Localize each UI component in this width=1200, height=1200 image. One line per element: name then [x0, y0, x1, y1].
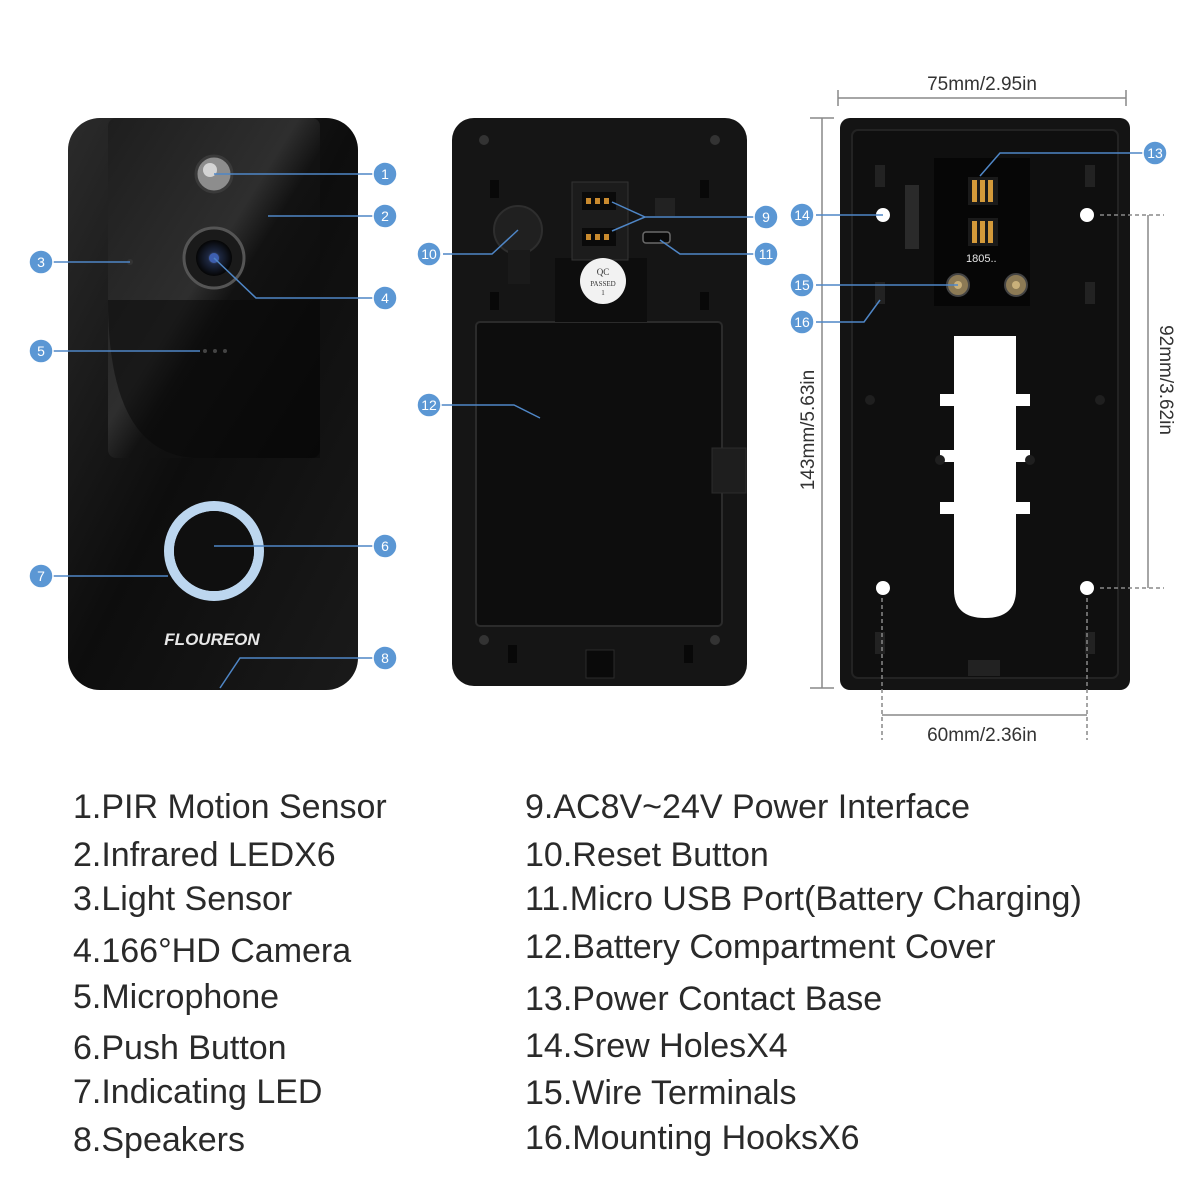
- dimension-lines: [810, 90, 1164, 740]
- svg-text:1: 1: [601, 289, 605, 297]
- dim-left-height: 143mm/5.63in: [798, 370, 819, 490]
- back-view: QC PASSED 1: [452, 118, 747, 686]
- callout-badge-7: 7: [28, 563, 54, 589]
- callout-badge-label: 11: [759, 246, 774, 262]
- callout-badge-label: 14: [794, 207, 810, 223]
- legend-item: 9.AC8V~24V Power Interface: [525, 788, 971, 826]
- legend-item: 8.Speakers: [73, 1121, 245, 1159]
- callout-badge-3: 3: [28, 249, 54, 275]
- dim-top-width: 75mm/2.95in: [927, 74, 1037, 95]
- callout-badge-10: 10: [416, 241, 442, 267]
- callout-badge-6: 6: [372, 533, 398, 559]
- callout-badge-11: 11: [753, 241, 779, 267]
- callout-badge-4: 4: [372, 285, 398, 311]
- screw-hole: [1080, 581, 1094, 595]
- callout-badge-15: 15: [789, 272, 815, 298]
- callout-badge-label: 16: [794, 314, 810, 330]
- svg-text:PASSED: PASSED: [590, 280, 615, 288]
- battery-cover: [475, 321, 723, 627]
- legend-item: 16.Mounting HooksX6: [525, 1119, 860, 1157]
- callout-badge-label: 2: [381, 208, 389, 224]
- front-view: FLOUREON: [68, 118, 358, 690]
- cable-slot: [954, 336, 1016, 618]
- callout-badge-13: 13: [1142, 140, 1168, 166]
- legend-item: 2.Infrared LEDX6: [73, 836, 336, 874]
- microphone-hole: [203, 349, 207, 353]
- legend-item: 5.Microphone: [73, 978, 280, 1016]
- svg-text:QC: QC: [597, 267, 610, 277]
- legend-item: 15.Wire Terminals: [525, 1074, 797, 1112]
- callout-badge-label: 10: [421, 246, 437, 262]
- callout-badge-label: 8: [381, 650, 389, 666]
- callout-badge-label: 9: [762, 209, 770, 225]
- callout-badge-label: 3: [37, 254, 45, 270]
- pcb-code: 1805..: [966, 253, 997, 265]
- callout-badge-1: 1: [372, 161, 398, 187]
- dim-right-height: 92mm/3.62in: [1155, 325, 1176, 435]
- legend-item: 11.Micro USB Port(Battery Charging): [525, 880, 1082, 918]
- callout-badge-5: 5: [28, 338, 54, 364]
- qc-sticker: [580, 258, 626, 304]
- callout-badge-14: 14: [789, 202, 815, 228]
- legend-item: 12.Battery Compartment Cover: [525, 928, 996, 966]
- callout-badge-9: 9: [753, 204, 779, 230]
- callout-badge-16: 16: [789, 309, 815, 335]
- screw-hole: [1080, 208, 1094, 222]
- callout-badge-2: 2: [372, 203, 398, 229]
- mounting-plate: 1805..: [840, 118, 1130, 690]
- legend-item: 7.Indicating LED: [73, 1073, 323, 1111]
- brand-logo: FLOUREON: [164, 630, 260, 649]
- legend-item: 4.166°HD Camera: [73, 932, 352, 970]
- legend-item: 6.Push Button: [73, 1029, 287, 1067]
- legend-item: 10.Reset Button: [525, 836, 769, 874]
- push-button: [174, 511, 254, 591]
- callout-badge-label: 6: [381, 538, 389, 554]
- callout-badge-label: 4: [381, 290, 389, 306]
- callout-badge-label: 7: [37, 568, 45, 584]
- callout-badge-label: 1: [381, 166, 389, 182]
- micro-usb-port: [642, 231, 671, 244]
- callout-badge-label: 13: [1147, 145, 1163, 161]
- dim-bottom-width: 60mm/2.36in: [927, 725, 1037, 746]
- callout-badge-12: 12: [416, 392, 442, 418]
- callout-badge-label: 5: [37, 343, 45, 359]
- callout-badge-label: 12: [421, 397, 437, 413]
- callout-badge-8: 8: [372, 645, 398, 671]
- legend-item: 1.PIR Motion Sensor: [73, 788, 387, 826]
- legend-item: 13.Power Contact Base: [525, 980, 883, 1018]
- legend-item: 3.Light Sensor: [73, 880, 293, 918]
- callout-badge-label: 15: [794, 277, 810, 293]
- push-button-ring: [164, 501, 264, 601]
- legend-item: 14.Srew HolesX4: [525, 1027, 788, 1065]
- product-diagram: FLOUREON QC: [28, 74, 1176, 746]
- callout-lines: [53, 152, 1143, 689]
- screw-hole: [876, 581, 890, 595]
